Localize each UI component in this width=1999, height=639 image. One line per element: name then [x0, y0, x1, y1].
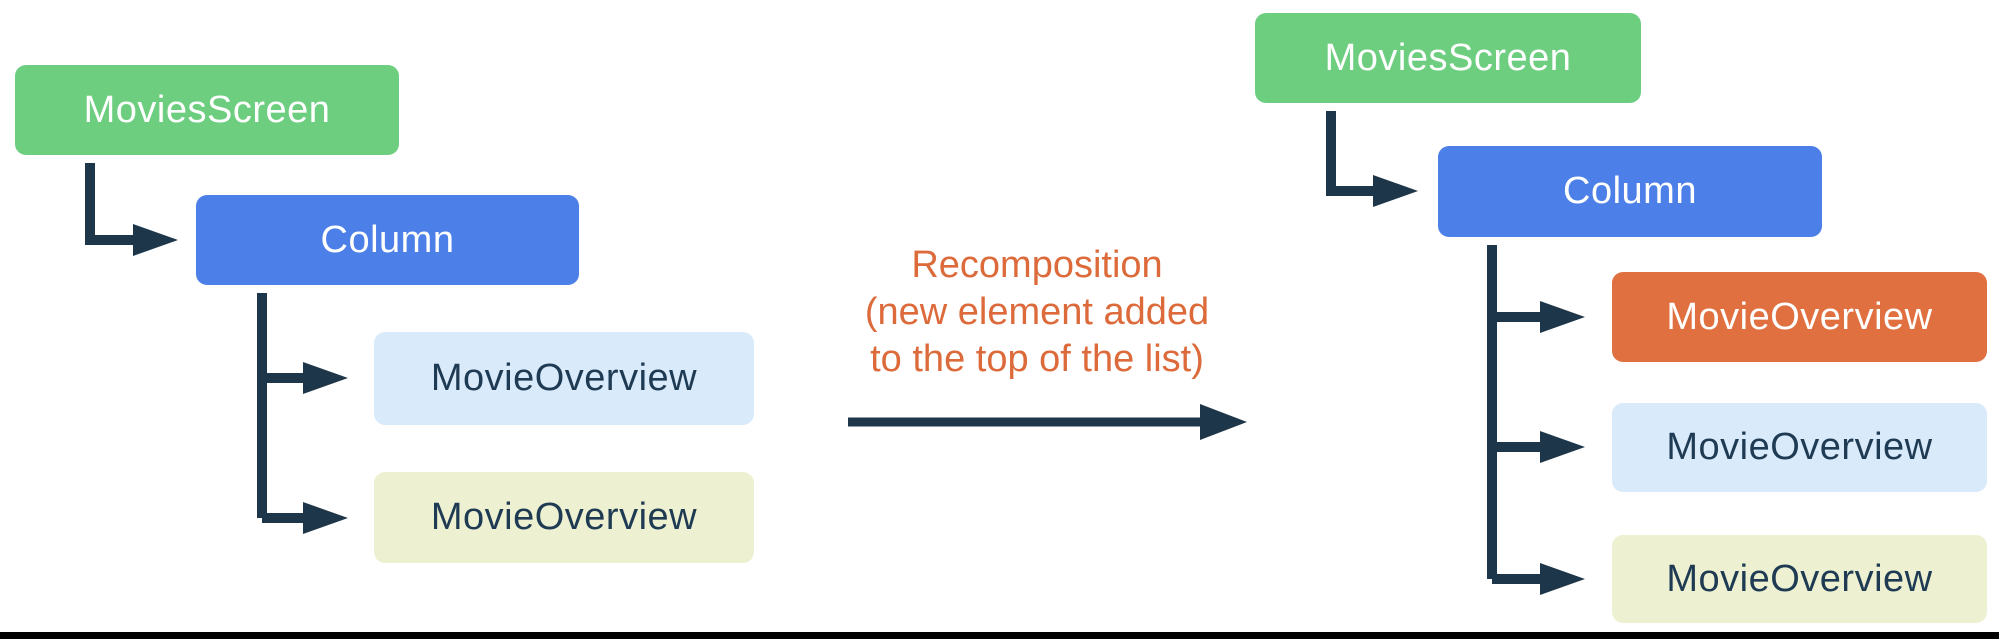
tree-node-label: MovieOverview — [1666, 426, 1933, 468]
right-tree-node-movieoverview-1: MovieOverview — [1612, 403, 1987, 492]
right-tree-node-movieoverview-new: MovieOverview — [1612, 272, 1987, 362]
left-tree-node-moviesscreen: MoviesScreen — [15, 65, 399, 155]
annotation-line: Recomposition — [911, 244, 1163, 286]
tree-node-label: MoviesScreen — [83, 88, 331, 131]
arrowhead-icon — [1540, 301, 1585, 333]
arrowhead-icon — [1540, 431, 1585, 463]
arrowhead-icon — [1200, 404, 1247, 440]
right-tree-node-column: Column — [1438, 146, 1822, 237]
arrowhead-icon — [1373, 175, 1418, 207]
right-tree-node-movieoverview-2: MovieOverview — [1612, 535, 1987, 623]
annotation-line: to the top of the list) — [870, 338, 1204, 380]
left-tree-node-movieoverview-1: MovieOverview — [374, 332, 754, 425]
bottom-rule — [0, 632, 1999, 639]
tree-node-label: MovieOverview — [1666, 295, 1933, 338]
tree-node-label: MovieOverview — [430, 357, 698, 399]
left-tree-node-movieoverview-2: MovieOverview — [374, 472, 754, 563]
tree-node-label: Column — [320, 218, 455, 261]
arrowhead-icon — [303, 502, 348, 534]
tree-node-label: MovieOverview — [430, 496, 698, 538]
left-tree-node-column: Column — [196, 195, 579, 285]
tree-node-label: MoviesScreen — [1324, 36, 1572, 79]
arrowhead-icon — [303, 362, 348, 394]
annotation-line: (new element added — [864, 291, 1210, 333]
arrowhead-icon — [1540, 563, 1585, 595]
tree-node-label: MovieOverview — [1666, 557, 1933, 600]
right-tree-node-moviesscreen: MoviesScreen — [1255, 13, 1641, 103]
recomposition-annotation: Recomposition (new element added to the … — [790, 242, 1284, 383]
tree-node-label: Column — [1563, 170, 1697, 212]
connector-line — [85, 163, 135, 245]
connector-line — [1326, 111, 1375, 196]
arrowhead-icon — [133, 224, 178, 256]
